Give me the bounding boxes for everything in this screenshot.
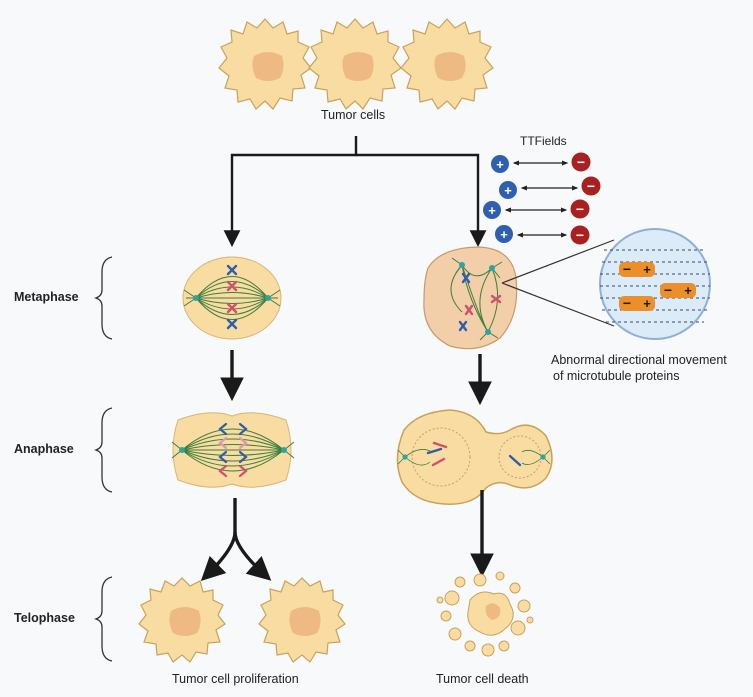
svg-text:+: + [643, 296, 651, 311]
charge-pair-1 [491, 152, 591, 173]
dipole-3 [619, 296, 655, 311]
bracket-metaphase [93, 256, 113, 340]
svg-text:−: − [623, 295, 631, 311]
tumor-cells-label: Tumor cells [321, 108, 386, 122]
dipole-1 [619, 262, 655, 277]
phase-label-telophase: Telophase [14, 611, 75, 625]
top-tumor-cells [218, 18, 494, 110]
proliferation-label: Tumor cell proliferation [172, 672, 299, 686]
charge-pair-2 [499, 176, 601, 199]
dead-cell-fragments [436, 571, 534, 657]
svg-text:−: − [664, 282, 672, 298]
microtubule-inset [501, 228, 711, 340]
abnormal-movement-line2: of microtubule proteins [553, 369, 680, 383]
tumor-cell-3-nucleus [434, 52, 466, 81]
svg-text:−: − [623, 261, 631, 277]
svg-text:+: + [684, 283, 692, 298]
svg-text:−: − [576, 201, 584, 217]
phase-label-anaphase: Anaphase [14, 442, 74, 456]
phase-brackets [93, 256, 113, 662]
tumor-cell-1-nucleus [252, 52, 284, 81]
ttfields-label: TTFields [520, 134, 567, 148]
svg-text:−: − [587, 178, 595, 194]
phase-label-metaphase: Metaphase [14, 290, 79, 304]
bracket-anaphase [93, 407, 113, 493]
svg-text:−: − [576, 227, 584, 243]
bracket-telophase [93, 576, 113, 662]
abnormal-movement-line1: Abnormal directional movement [551, 353, 727, 367]
tumor-cell-2-nucleus [342, 52, 374, 81]
svg-text:+: + [500, 227, 508, 242]
branch-connector [223, 136, 487, 248]
left-metaphase-cell [182, 256, 282, 340]
flow-arrows [200, 350, 494, 581]
charge-pair-4 [495, 225, 590, 245]
charge-symbols: + − + − + − + − − + − + − + [488, 154, 692, 311]
svg-text:+: + [496, 157, 504, 172]
dipole-2 [660, 283, 696, 298]
right-metaphase-cell [423, 246, 518, 350]
svg-text:+: + [504, 183, 512, 198]
daughter-cells [138, 577, 346, 663]
ttfields-charges [483, 152, 601, 245]
svg-text:+: + [488, 203, 496, 218]
death-label: Tumor cell death [436, 672, 529, 686]
svg-text:+: + [643, 262, 651, 277]
left-anaphase-cell [171, 412, 295, 488]
svg-text:−: − [577, 154, 585, 170]
right-abnormal-cell [396, 409, 553, 505]
charge-pair-3 [483, 199, 590, 219]
